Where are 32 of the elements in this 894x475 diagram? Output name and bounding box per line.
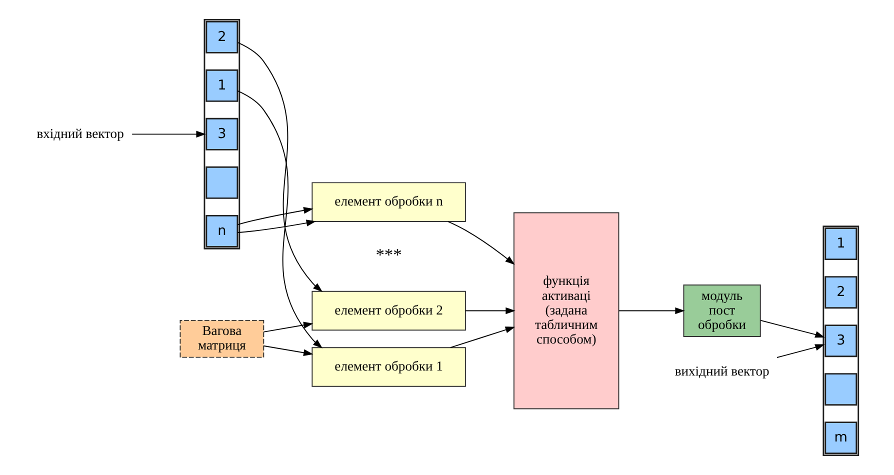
node-box: елемент обробки 1 xyxy=(311,347,466,387)
node-box: функція активаці (задана табличним способом) xyxy=(512,212,619,410)
label: *** xyxy=(375,244,402,265)
arrow xyxy=(464,307,515,314)
node-box: 1 xyxy=(824,228,857,260)
arrow xyxy=(449,326,515,348)
arrow xyxy=(131,130,206,138)
arrow xyxy=(447,221,514,265)
node-box: n xyxy=(205,214,238,248)
node-box: елемент обробки 2 xyxy=(311,290,466,331)
arrow xyxy=(776,344,824,358)
node-box: елемент обробки n xyxy=(311,182,466,222)
arrow xyxy=(618,307,684,314)
arrow xyxy=(236,90,322,348)
arrow xyxy=(262,345,313,356)
node-box: 3 xyxy=(824,324,857,358)
arrow xyxy=(236,42,322,292)
node-box: Вагова матриця xyxy=(179,320,264,358)
arrow xyxy=(760,320,824,338)
arrow xyxy=(236,207,313,226)
node-box xyxy=(824,373,857,406)
node-box: 2 xyxy=(205,20,238,54)
node-box: 3 xyxy=(205,118,238,150)
node-box: 2 xyxy=(824,276,857,309)
node-box: m xyxy=(824,422,857,454)
arrow xyxy=(262,322,313,332)
node-text: вихідний вектор xyxy=(674,363,769,378)
node-text: вхідний вектор xyxy=(36,126,124,141)
node-box: 1 xyxy=(205,69,238,102)
node-box xyxy=(205,166,238,199)
node-box: модуль пост обробки xyxy=(682,284,760,337)
arrow xyxy=(236,220,316,234)
